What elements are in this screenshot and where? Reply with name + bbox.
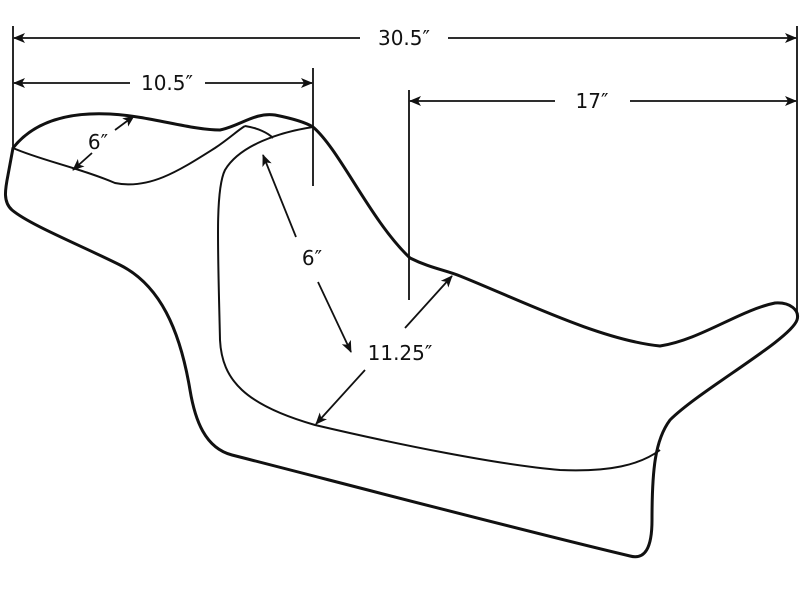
front-seat-seam-line [244, 125, 274, 139]
driver-depth-label: 6″ [302, 246, 322, 270]
front-seat-surface-line [12, 125, 246, 186]
driver-width-label: 11.25″ [368, 341, 433, 365]
rear-length-label: 17″ [576, 89, 609, 113]
front-width-arrow-bottom [72, 152, 93, 171]
front-length-label: 10.5″ [141, 71, 193, 95]
driver-depth-arrow-top [262, 154, 297, 238]
driver-width-arrow-bottom [315, 369, 366, 425]
driver-width-arrow-top [404, 275, 453, 329]
seat-outline [4, 112, 800, 559]
overall-length-label: 30.5″ [378, 26, 430, 50]
driver-depth-arrow-bottom [317, 281, 352, 353]
driver-seat-surface-line [216, 126, 661, 472]
front-width-arrow-top [114, 115, 135, 131]
front-width-label: 6″ [88, 130, 108, 154]
